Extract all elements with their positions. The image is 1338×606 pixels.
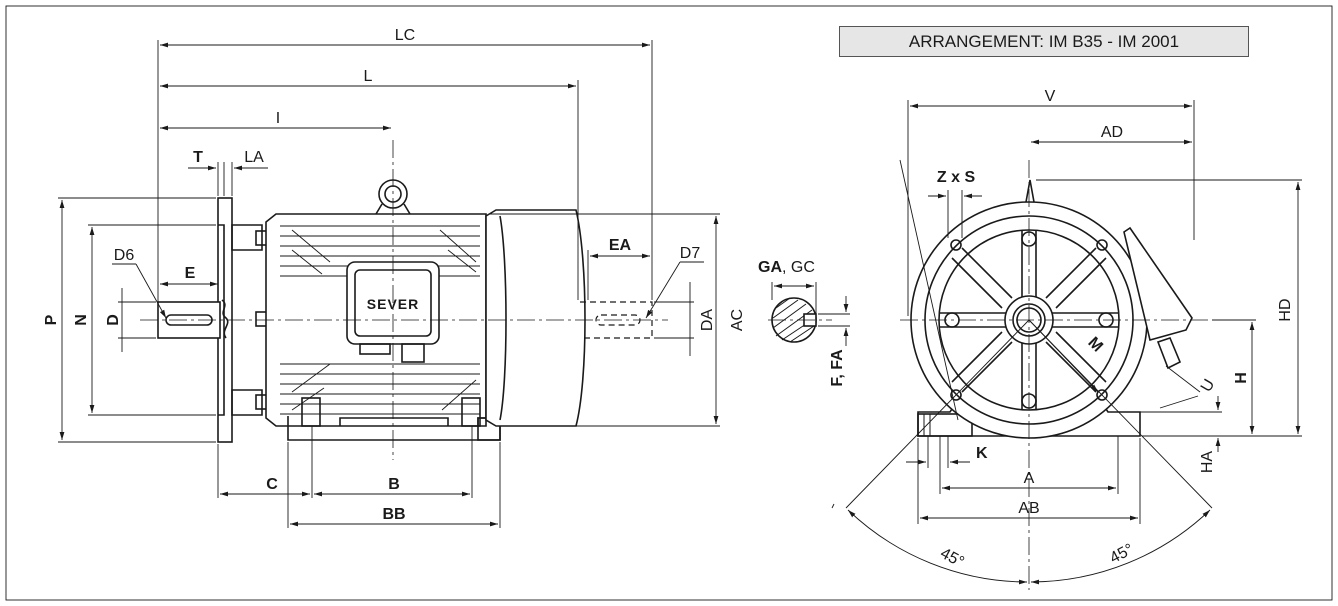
dim-b-label: B	[388, 476, 400, 493]
dim-ad-label: AD	[1101, 124, 1123, 141]
dim-f-fa-label: F, FA	[829, 349, 846, 387]
sheet-border	[5, 5, 1333, 601]
dim-ea-label: EA	[609, 237, 632, 254]
dim-ga-label: GA	[758, 259, 782, 276]
dim-h-label: H	[1233, 372, 1250, 384]
dim-ha-label: HA	[1199, 451, 1216, 474]
dim-c-label: C	[266, 476, 278, 493]
dim-gc-label: , GC	[782, 259, 815, 276]
dim-i-label: I	[276, 110, 280, 127]
dim-zxs-label: Z x S	[937, 169, 976, 186]
arrangement-title: ARRANGEMENT: IM B35 - IM 2001	[839, 26, 1249, 57]
dim-la-label: LA	[244, 149, 264, 166]
dim-ac-label: AC	[729, 309, 746, 331]
second-shaft	[580, 301, 653, 339]
dim-hd-label: HD	[1277, 298, 1294, 321]
dim-d7-label: D7	[680, 245, 701, 262]
dim-d-label: D	[105, 314, 122, 326]
dim-d6-label: D6	[114, 247, 135, 264]
dim-k-label: K	[976, 445, 988, 462]
dim-bb-label: BB	[382, 506, 405, 523]
brand-label: SEVER	[367, 296, 419, 312]
dim-a-label: A	[1024, 470, 1035, 487]
front-terminal-box	[1123, 226, 1193, 341]
dim-l-label: L	[364, 68, 373, 85]
angle-right-label: 45°	[1107, 541, 1136, 567]
side-view: SEVER LC L I	[43, 27, 746, 528]
dim-t-label: T	[193, 149, 203, 166]
shaft-section: GA , GC F, FA	[758, 259, 850, 387]
dim-da-label: DA	[699, 309, 716, 332]
dim-ab-label: AB	[1018, 500, 1039, 517]
dim-n-label: N	[73, 314, 90, 326]
front-view: V AD Z x S HD M H U HA K	[831, 88, 1302, 590]
dim-p-label: P	[43, 314, 60, 325]
dim-v-label: V	[1045, 88, 1056, 105]
fan-cover	[485, 209, 586, 427]
dim-u-label: U	[1198, 376, 1219, 395]
dim-lc-label: LC	[395, 27, 415, 44]
dim-e-label: E	[185, 265, 196, 282]
